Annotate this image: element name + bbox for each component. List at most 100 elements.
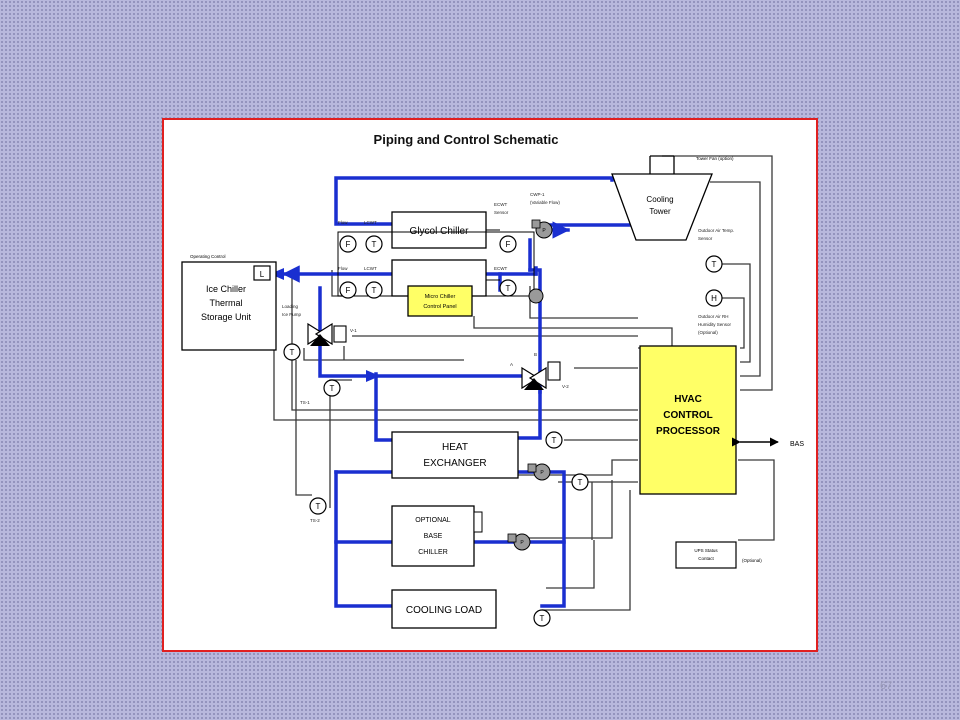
svg-text:(Variable Flow): (Variable Flow) xyxy=(530,200,560,205)
outdoor-temp-sensor: T xyxy=(705,255,723,273)
cooling-tower-label-2: Tower xyxy=(649,207,671,216)
micro-chiller-label-2: Control Panel xyxy=(423,304,456,310)
svg-text:T: T xyxy=(316,502,321,511)
flow-arrows xyxy=(270,224,570,382)
temp-sensor-ts1: T xyxy=(323,379,341,397)
control-wiring xyxy=(273,155,775,611)
level-switch-label: L xyxy=(260,270,265,279)
temp-sensor-2: T xyxy=(365,281,383,299)
svg-text:T: T xyxy=(290,348,295,357)
valves xyxy=(307,322,561,390)
ice-storage-unit: L Ice Chiller Thermal Storage Unit Opera… xyxy=(181,254,277,351)
remote-optional-label: (Optional) xyxy=(742,558,762,563)
ice-storage-label-2: Thermal xyxy=(209,298,242,308)
svg-text:ECWT: ECWT xyxy=(494,266,507,271)
cooling-tower: Cooling Tower Tower Fan (option) xyxy=(611,155,734,241)
svg-text:Sensor: Sensor xyxy=(698,236,713,241)
svg-text:P: P xyxy=(542,228,546,234)
svg-text:A: A xyxy=(510,362,513,367)
annotations: CWP-1 (Variable Flow) Flow LCWT Flow LCW… xyxy=(282,192,734,523)
temp-sensor-load: T xyxy=(533,609,551,627)
hvac-label-1: HVAC xyxy=(674,394,702,405)
temp-sensor-supply: T xyxy=(571,473,589,491)
flow-sensor-2: F xyxy=(339,281,357,299)
temp-sensor-1: T xyxy=(365,235,383,253)
schematic-frame: Piping and Control Schematic xyxy=(162,118,818,652)
schematic-title: Piping and Control Schematic xyxy=(374,132,559,147)
ice-storage-label-1: Ice Chiller xyxy=(206,284,246,294)
valve-v1 xyxy=(307,322,347,346)
svg-text:T: T xyxy=(540,614,545,623)
remote-label-1: UPS Status xyxy=(694,548,718,553)
svg-text:Humidity Sensor: Humidity Sensor xyxy=(698,322,732,327)
valve-v2 xyxy=(521,361,561,390)
micro-chiller-panel: Micro Chiller Control Panel xyxy=(407,285,473,317)
temp-sensor-ice: T xyxy=(283,343,301,361)
svg-text:T: T xyxy=(506,284,511,293)
svg-text:F: F xyxy=(346,240,351,249)
svg-text:T: T xyxy=(578,478,583,487)
hvac-label-3: PROCESSOR xyxy=(656,426,721,437)
svg-text:V-2: V-2 xyxy=(562,384,569,389)
svg-text:(Optional): (Optional) xyxy=(698,330,718,335)
pumps: P P P xyxy=(507,219,553,551)
svg-text:Outdoor Air Temp.: Outdoor Air Temp. xyxy=(698,228,734,233)
svg-text:T: T xyxy=(712,260,717,269)
cooling-tower-label-1: Cooling xyxy=(646,195,673,204)
svg-text:T: T xyxy=(372,286,377,295)
remote-label-2: Contact xyxy=(698,556,714,561)
svg-text:Loading: Loading xyxy=(282,304,299,309)
svg-text:T: T xyxy=(330,384,335,393)
svg-text:Ice Pump: Ice Pump xyxy=(282,312,302,317)
temp-sensor-ts2: T xyxy=(309,497,327,515)
flow-sensor-1: F xyxy=(339,235,357,253)
micro-chiller-label-1: Micro Chiller xyxy=(425,294,456,300)
hvac-control-processor: HVAC CONTROL PROCESSOR BAS xyxy=(639,345,804,495)
svg-text:P: P xyxy=(540,470,544,476)
svg-text:ECWT: ECWT xyxy=(494,202,507,207)
outdoor-humidity-sensor: H xyxy=(705,289,723,307)
svg-text:F: F xyxy=(506,240,511,249)
svg-text:LCWT: LCWT xyxy=(364,220,377,225)
remote-contact: UPS Status Contact (Optional) xyxy=(675,541,762,569)
page-number: 67 xyxy=(880,680,893,692)
svg-text:V-1: V-1 xyxy=(350,328,357,333)
base-chiller-label-2: BASE xyxy=(424,533,443,540)
svg-text:F: F xyxy=(346,286,351,295)
piping-control-schematic: Piping and Control Schematic xyxy=(181,132,804,629)
operating-control-label: Operating Control xyxy=(190,254,226,259)
svg-text:TS-2: TS-2 xyxy=(310,518,320,523)
base-chiller-label-1: OPTIONAL xyxy=(415,517,451,524)
cooling-load-label: COOLING LOAD xyxy=(406,605,482,616)
temp-sensor-3: T xyxy=(499,279,517,297)
svg-text:T: T xyxy=(552,436,557,445)
heat-exchanger: HEAT EXCHANGER xyxy=(391,431,519,479)
svg-text:H: H xyxy=(711,294,717,303)
svg-text:LCWT: LCWT xyxy=(364,266,377,271)
hvac-label-2: CONTROL xyxy=(663,410,712,421)
svg-text:TS-1: TS-1 xyxy=(300,400,310,405)
bas-label: BAS xyxy=(790,441,804,448)
svg-text:T: T xyxy=(372,240,377,249)
svg-text:P: P xyxy=(520,540,524,546)
svg-text:Flow: Flow xyxy=(338,220,348,225)
temp-sensor-hx: T xyxy=(545,431,563,449)
svg-text:Flow: Flow xyxy=(338,266,348,271)
flow-sensor-3: F xyxy=(499,235,517,253)
pump-base-chiller: P xyxy=(507,533,531,551)
svg-text:Sensor: Sensor xyxy=(494,210,509,215)
pump-hx: P xyxy=(527,463,551,481)
svg-text:Outdoor Air RH: Outdoor Air RH xyxy=(698,314,729,319)
ice-storage-label-3: Storage Unit xyxy=(201,312,252,322)
svg-text:B: B xyxy=(534,352,537,357)
heat-exchanger-label-1: HEAT xyxy=(442,442,468,453)
pump-cwp: P xyxy=(531,219,553,239)
optional-base-chiller: OPTIONAL BASE CHILLER xyxy=(391,505,483,567)
pump-loading xyxy=(528,288,544,304)
instruments: F T F T F T T T T T T T T H xyxy=(283,235,723,627)
cooling-load: COOLING LOAD xyxy=(391,589,497,629)
base-chiller-label-3: CHILLER xyxy=(418,549,448,556)
heat-exchanger-label-2: EXCHANGER xyxy=(423,458,486,469)
tower-fan-label: Tower Fan (option) xyxy=(696,156,734,161)
svg-text:CWP-1: CWP-1 xyxy=(530,192,545,197)
